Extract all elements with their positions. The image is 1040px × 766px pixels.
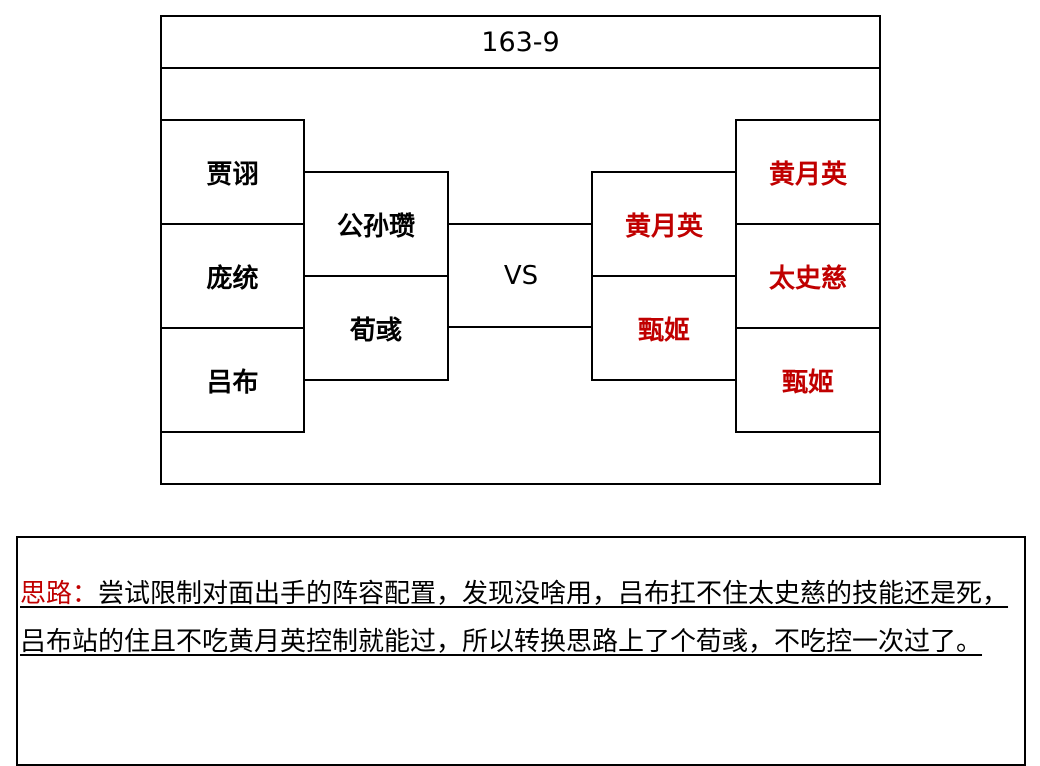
strategy-note-text: 尝试限制对面出手的阵容配置，发现没啥用，吕布扛不住太史慈的技能还是死，吕布站的住… (20, 579, 1009, 657)
right-front-slot-2: 甄姬 (591, 275, 737, 381)
right-front-slot-1: 黄月英 (591, 171, 737, 277)
strategy-note-label: 思路： (20, 579, 99, 609)
left-front-slot-2: 荀彧 (303, 275, 449, 381)
connector-line-bottom (446, 326, 594, 328)
connector-line-top (446, 223, 594, 225)
left-front-slot-1: 公孙瓒 (303, 171, 449, 277)
left-back-slot-2: 庞统 (160, 223, 305, 329)
left-back-slot-3: 吕布 (160, 327, 305, 433)
vs-label: VS (503, 261, 539, 291)
title-divider (160, 67, 881, 69)
strategy-note: 思路：尝试限制对面出手的阵容配置，发现没啥用，吕布扛不住太史慈的技能还是死，吕布… (20, 570, 1010, 666)
stage-title: 163-9 (481, 26, 560, 58)
left-back-slot-1: 贾诩 (160, 119, 305, 225)
right-back-slot-2: 太史慈 (735, 223, 881, 329)
right-back-slot-3: 甄姬 (735, 327, 881, 433)
right-back-slot-1: 黄月英 (735, 119, 881, 225)
